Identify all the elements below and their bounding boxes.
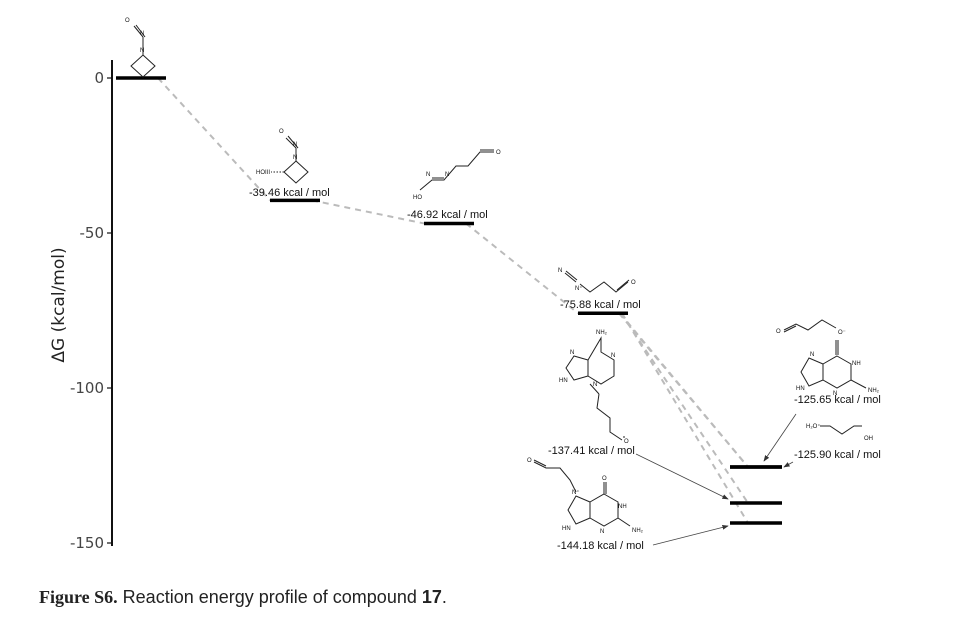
- svg-text:OH: OH: [864, 436, 873, 442]
- svg-text:NH: NH: [852, 361, 861, 367]
- arrow-L4: [763, 413, 797, 462]
- arrow-L6: [635, 453, 729, 500]
- svg-text:N: N: [600, 529, 604, 535]
- svg-text:HOIII: HOIII: [256, 170, 270, 176]
- molecule-nitroso-azetidine: N N O: [125, 18, 156, 78]
- svg-text:N: N: [293, 155, 297, 161]
- connector-L3-L5: [619, 312, 749, 468]
- level-label-L6: -137.41 kcal / mol: [548, 445, 635, 457]
- svg-text:N: N: [570, 350, 574, 356]
- svg-text:HO: HO: [413, 195, 422, 201]
- level-label-L3: -75.88 kcal / mol: [560, 299, 641, 311]
- y-tick-label: 0: [94, 69, 104, 87]
- svg-text:N: N: [140, 48, 144, 54]
- svg-text:HN: HN: [796, 386, 805, 392]
- svg-text:N: N: [611, 353, 615, 359]
- svg-text:N: N: [445, 172, 449, 178]
- svg-text:O: O: [602, 476, 607, 482]
- svg-text:N: N: [293, 142, 297, 148]
- svg-text:N: N: [833, 391, 837, 397]
- svg-text:HN: HN: [559, 378, 568, 384]
- svg-text:N: N: [426, 172, 430, 178]
- caption-end: .: [441, 587, 447, 607]
- annotation-arrows: [635, 413, 797, 546]
- connector-L1-L2: [311, 199, 425, 225]
- level-label-L2: -46.92 kcal / mol: [407, 209, 488, 221]
- svg-text:NH₂: NH₂: [868, 388, 880, 394]
- level-label-L7: -144.18 kcal / mol: [557, 540, 644, 552]
- connector-L0-L1: [157, 77, 271, 202]
- molecule-diazonium: N N⁺ O: [558, 268, 636, 293]
- svg-text:N: N: [810, 352, 814, 358]
- y-tick-label: -150: [70, 534, 104, 552]
- level-label-L5: -125.90 kcal / mol: [794, 449, 881, 461]
- svg-text:O: O: [279, 129, 284, 135]
- y-tick-label: -50: [80, 224, 105, 242]
- svg-text:O: O: [631, 280, 636, 286]
- svg-text:H₂O⁺: H₂O⁺: [806, 423, 821, 430]
- molecule-oxonium: H₂O⁺ OH: [806, 423, 873, 442]
- arrow-L5: [783, 461, 794, 468]
- svg-text:HN: HN: [562, 526, 571, 532]
- svg-text:N: N: [558, 268, 562, 274]
- svg-text:N: N: [140, 31, 144, 37]
- svg-text:NH₂: NH₂: [632, 528, 644, 534]
- molecule-o6-alkylated-guanine: O O⁻ NH N HN N NH₂: [776, 319, 880, 397]
- energy-profile-chart: 0 -50 -100 -150 ΔG (kcal/mol) -39.46 kcal /…: [49, 18, 881, 552]
- svg-text:NH: NH: [618, 504, 627, 510]
- y-tick-label: -100: [70, 379, 104, 397]
- svg-text:NH₂: NH₂: [596, 330, 608, 336]
- svg-text:N⁺: N⁺: [572, 489, 580, 496]
- svg-text:O: O: [624, 439, 629, 445]
- molecule-hydroxy-nitroso-azetidine: N N O HOIII: [256, 129, 309, 184]
- svg-text:N⁺: N⁺: [575, 285, 583, 292]
- caption-compound: 17: [421, 587, 442, 607]
- connector-L3-L6: [620, 312, 749, 504]
- figure-caption: Figure S6. Reaction energy profile of co…: [39, 587, 447, 608]
- energy-levels: [116, 76, 782, 525]
- svg-text:N: N: [593, 382, 597, 388]
- svg-text:O⁻: O⁻: [838, 330, 846, 336]
- caption-text: Reaction energy profile of compound: [117, 587, 422, 607]
- molecule-alkylated-guanine: O O N⁺ NH N HN NH₂: [527, 458, 644, 535]
- molecule-diazohydroxide: HO N N O: [413, 149, 501, 201]
- level-label-L4: -125.65 kcal / mol: [794, 394, 881, 406]
- svg-text:O: O: [125, 18, 130, 24]
- arrow-L7: [652, 525, 729, 546]
- svg-text:O: O: [527, 458, 532, 464]
- caption-figure-label: Figure S6.: [39, 587, 118, 607]
- level-label-L1: -39.46 kcal / mol: [249, 187, 330, 199]
- connector-lines: [157, 77, 749, 524]
- connector-L3-L7: [621, 312, 749, 524]
- y-axis-ticks: 0 -50 -100 -150: [70, 69, 112, 552]
- y-axis-label: ΔG (kcal/mol): [49, 247, 69, 362]
- svg-text:O: O: [496, 150, 501, 156]
- molecule-alkylated-adenine: NH₂ N N HN N O: [559, 330, 629, 445]
- connector-L2-L3: [465, 222, 579, 315]
- svg-text:O: O: [776, 329, 781, 335]
